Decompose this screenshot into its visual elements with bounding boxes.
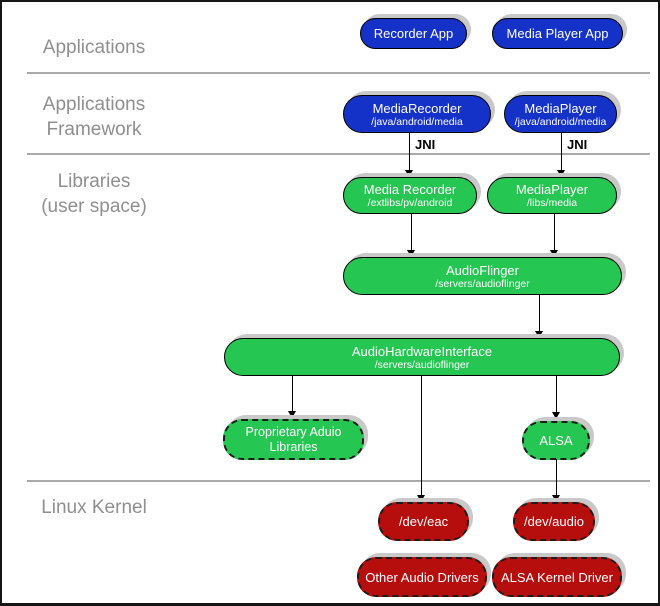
node-title: AudioFlinger: [446, 262, 519, 278]
arrowhead-icon: [288, 411, 296, 418]
node-subtitle: /libs/media: [526, 197, 578, 209]
node-title: MediaPlayer: [524, 100, 597, 116]
layer-label-line: Libraries: [57, 171, 131, 192]
layer-label-linux-kernel: Linux Kernel: [27, 495, 161, 520]
node-alsa: ALSA: [522, 421, 590, 460]
layer-label-line: Framework: [46, 119, 142, 140]
node-other-audio-drivers: Other Audio Drivers: [357, 557, 487, 597]
node-title: Recorder App: [373, 26, 454, 41]
node-subtitle: /extlibs/pv/android: [367, 197, 453, 209]
arrowhead-icon: [557, 170, 565, 177]
node-title: Other Audio Drivers: [365, 569, 479, 585]
layer-label-applications: Applications: [27, 35, 161, 60]
node-dev-audio: /dev/audio: [513, 502, 595, 541]
layer-label-line: Applications: [42, 94, 146, 115]
divider-applications-framework: [27, 72, 650, 74]
arrowhead-icon: [552, 495, 560, 502]
node-subtitle: /servers/audioflinger: [374, 358, 470, 371]
divider-framework-libraries: [27, 153, 650, 155]
node-audioflinger: AudioFlinger /servers/audioflinger: [343, 257, 622, 295]
connector-mediarecorder-to-audioflinger: [411, 214, 412, 252]
node-subtitle: /servers/audioflinger: [435, 277, 530, 290]
layer-label-applications-framework: Applications Framework: [27, 92, 161, 142]
connector-mediaplayer-to-audioflinger: [554, 214, 555, 252]
arrowhead-icon: [535, 331, 543, 338]
node-media-recorder-lib: Media Recorder /extlibs/pv/android: [343, 177, 477, 214]
node-title: Media Recorder: [363, 182, 457, 197]
node-recorder-app: Recorder App: [360, 18, 467, 49]
edge-label-jni-right: JNI: [567, 137, 588, 152]
node-title: Proprietary Aduio Libraries: [245, 424, 342, 454]
layer-label-line: (user space): [41, 196, 147, 217]
connector-ahi-to-dev-eac: [421, 376, 422, 496]
node-title: /dev/eac: [398, 514, 449, 529]
layer-label-line: Applications: [42, 37, 146, 58]
connector-ahi-to-proprietary: [292, 376, 293, 413]
arrowhead-icon: [550, 250, 558, 257]
node-title: ALSA: [539, 433, 573, 448]
connector-ahi-to-alsa: [556, 376, 557, 414]
node-mediaplayer-lib: MediaPlayer /libs/media: [487, 177, 617, 214]
arrowhead-icon: [407, 250, 415, 257]
connector-mediarecorder-jni: [409, 133, 410, 172]
connector-mediaplayer-jni: [561, 133, 562, 172]
connector-alsa-to-dev-audio: [556, 459, 557, 496]
node-subtitle: /java/android/media: [371, 115, 463, 128]
arrowhead-icon: [417, 495, 425, 502]
node-dev-eac: /dev/eac: [378, 502, 469, 541]
connector-audioflinger-to-ahi: [539, 295, 540, 331]
node-title: /dev/audio: [524, 514, 584, 529]
node-title: MediaRecorder: [372, 100, 462, 116]
node-proprietary-audio-libraries: Proprietary Aduio Libraries: [223, 419, 364, 460]
node-audio-hardware-interface: AudioHardwareInterface /servers/audiofli…: [224, 338, 620, 376]
divider-libraries-kernel: [27, 480, 650, 482]
node-title: MediaPlayer: [515, 182, 589, 197]
layer-label-libraries: Libraries (user space): [27, 169, 161, 219]
arrowhead-icon: [405, 170, 413, 177]
node-subtitle: /java/android/media: [514, 115, 607, 128]
node-title: Media Player App: [506, 26, 609, 41]
node-alsa-kernel-driver: ALSA Kernel Driver: [492, 557, 622, 597]
edge-label-jni-left: JNI: [415, 137, 436, 152]
node-title: AudioHardwareInterface: [351, 343, 493, 359]
layer-label-line: Linux Kernel: [41, 497, 147, 518]
node-title: ALSA Kernel Driver: [501, 569, 613, 585]
node-mediaplayer-framework: MediaPlayer /java/android/media: [504, 95, 617, 133]
node-mediarecorder-framework: MediaRecorder /java/android/media: [343, 95, 491, 133]
node-media-player-app: Media Player App: [492, 18, 623, 49]
arrowhead-icon: [552, 412, 560, 419]
